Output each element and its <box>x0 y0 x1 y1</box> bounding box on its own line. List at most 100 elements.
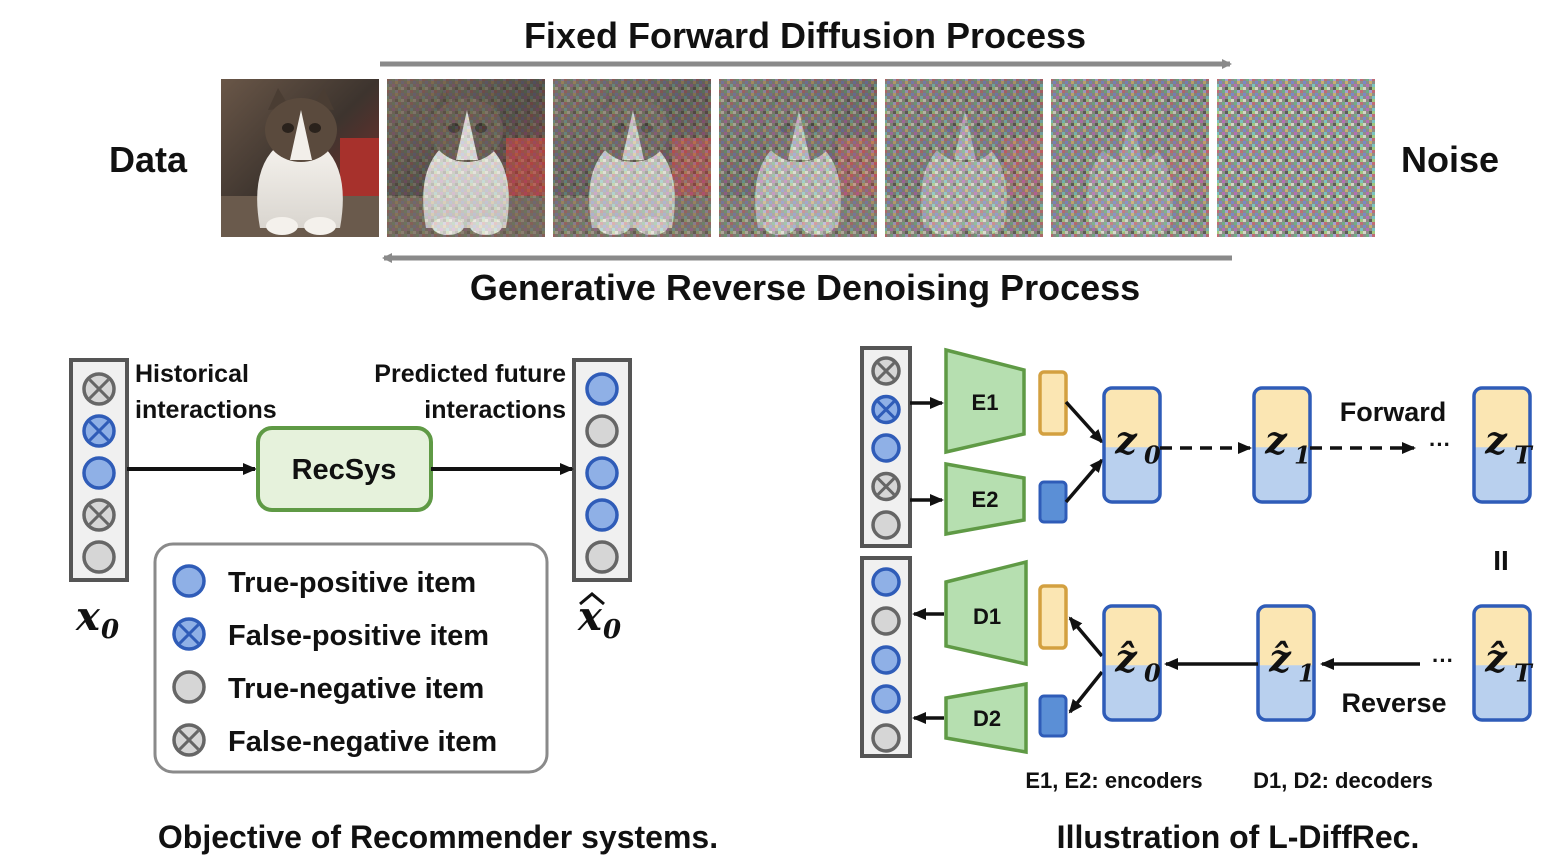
input-item-false-positive <box>82 414 116 448</box>
legend-icon-true-positive <box>172 564 206 598</box>
ldiff-output-items <box>871 567 901 753</box>
ldiff-input-items <box>871 356 901 540</box>
decoder-d2 <box>944 681 1028 755</box>
latent-z0-subscript: 0 <box>1144 440 1161 469</box>
diffusion-frame-5 <box>1049 77 1211 239</box>
diffusion-frame-2 <box>551 77 713 239</box>
legend-box <box>153 542 549 774</box>
noise-overlay-5 <box>1050 78 1210 238</box>
latent-z1-subscript: 1 <box>1294 440 1311 469</box>
latent-zhat0-symbol: ẑ <box>1114 635 1138 680</box>
e1-latent-chunk <box>1038 370 1068 436</box>
encoder-e2 <box>944 461 1026 537</box>
e1-to-z0-arrow <box>1064 400 1104 444</box>
output-item-true-positive <box>585 498 619 532</box>
z0hat-to-d1-arrow <box>1068 616 1104 658</box>
x0-symbol: x <box>75 593 101 640</box>
noise-label: Noise <box>1401 139 1499 180</box>
latent-zhat1-subscript: 1 <box>1298 658 1315 687</box>
ldiff-output-item-true-positive <box>871 645 901 675</box>
input-item-false-negative <box>82 498 116 532</box>
z0hat-to-d2-arrow <box>1068 670 1104 714</box>
noise-overlay-6 <box>1216 78 1376 238</box>
legend-icon-false-negative <box>172 723 206 757</box>
d2-latent-chunk <box>1038 694 1068 738</box>
d1-latent-chunk <box>1038 584 1068 650</box>
x0-hat-accent <box>579 592 605 606</box>
x0-subscript: 0 <box>101 615 119 645</box>
recsys-label: RecSys <box>292 454 397 486</box>
encoder-e1-label: E1 <box>972 390 999 415</box>
diffusion-frame-4 <box>883 77 1045 239</box>
diffusion-frame-1 <box>385 77 547 239</box>
cat-image-0 <box>257 88 343 235</box>
ldiff-output-item-true-positive <box>871 684 901 714</box>
recsys-caption: Objective of Recommender systems. <box>158 819 718 855</box>
forward-process-title: Fixed Forward Diffusion Process <box>524 15 1086 56</box>
legend-label-false-positive: False-positive item <box>228 620 489 652</box>
historical-label-line2: interactions <box>135 396 277 424</box>
ldiff-output-item-true-negative <box>871 606 901 636</box>
noise-overlay-2 <box>552 78 712 238</box>
diffusion-frames <box>219 77 1377 239</box>
output-items <box>585 372 619 574</box>
ldiff-input-item-true-positive <box>871 433 901 463</box>
predicted-label-line1: Predicted future <box>374 360 566 388</box>
forward-label: Forward <box>1340 397 1447 427</box>
noise-overlay-4 <box>884 78 1044 238</box>
equals-sign: II <box>1493 545 1509 576</box>
legend-label-true-positive: True-positive item <box>228 567 476 599</box>
noise-overlay-3 <box>718 78 878 238</box>
ldiff-input-item-false-negative <box>871 356 901 386</box>
diffusion-frame-0 <box>219 77 381 239</box>
reverse-label: Reverse <box>1341 688 1446 718</box>
noise-overlay-1 <box>386 78 546 238</box>
x0-hat-subscript: 0 <box>603 615 621 645</box>
input-item-true-negative <box>82 540 116 574</box>
legend-label-false-negative: False-negative item <box>228 726 497 758</box>
encoder-e2-label: E2 <box>972 487 999 512</box>
ldiff-input-item-false-positive <box>871 394 901 425</box>
encoder-e1 <box>944 347 1026 455</box>
legend-label-true-negative: True-negative item <box>228 673 484 705</box>
latent-zT-symbol: z <box>1484 417 1508 462</box>
latent-z1-symbol: z <box>1264 417 1288 462</box>
diffusion-frame-6 <box>1215 77 1377 239</box>
decoder-d2-label: D2 <box>973 706 1001 731</box>
latent-zhat0-subscript: 0 <box>1144 658 1161 687</box>
output-item-true-positive <box>585 456 619 490</box>
historical-label-line1: Historical <box>135 360 249 388</box>
e2-to-z0-arrow <box>1064 458 1104 504</box>
decoder-d1-label: D1 <box>973 604 1001 629</box>
input-item-false-negative <box>82 372 116 406</box>
predicted-label-line2: interactions <box>424 396 566 424</box>
input-items <box>82 372 116 574</box>
latent-zT-subscript: T <box>1514 440 1534 469</box>
diffusion-frame-3 <box>717 77 879 239</box>
latent-zhatT-subscript: T <box>1514 658 1534 687</box>
legend-icon-false-positive <box>172 617 206 651</box>
reverse-process-title: Generative Reverse Denoising Process <box>470 267 1140 308</box>
output-item-true-positive <box>585 372 619 406</box>
ldiff-caption: Illustration of L-DiffRec. <box>1057 819 1420 855</box>
ldiff-output-item-true-positive <box>871 567 901 597</box>
legend-icon-true-negative <box>172 670 206 704</box>
data-label: Data <box>109 139 188 180</box>
ldiff-input-item-true-negative <box>871 510 901 540</box>
e2-latent-chunk <box>1038 480 1068 524</box>
forward-ellipsis: ··· <box>1429 432 1451 457</box>
decoder-d1 <box>944 559 1028 667</box>
decoders-note: D1, D2: decoders <box>1253 768 1433 793</box>
latent-z0-symbol: z <box>1114 417 1138 462</box>
output-item-true-negative <box>585 414 619 448</box>
latent-zhat1-symbol: ẑ <box>1268 635 1292 680</box>
